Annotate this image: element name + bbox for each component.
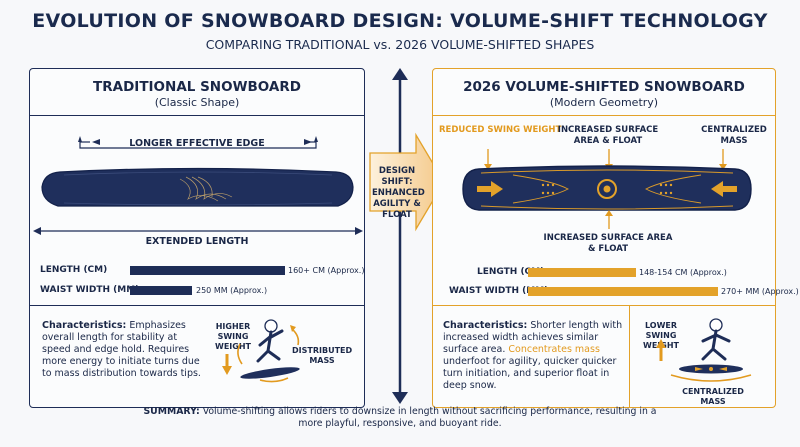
waist-bar xyxy=(130,286,192,295)
volume-shifted-subtitle: (Modern Geometry) xyxy=(549,96,659,109)
length-bar xyxy=(528,268,636,277)
volume-shifted-panel: 2026 VOLUME-SHIFTED SNOWBOARD (Modern Ge… xyxy=(432,68,799,408)
length-label: EXTENDED LENGTH xyxy=(145,236,249,247)
char-text: underfoot for agility, quicker quicker t… xyxy=(443,356,617,391)
distributed-mass-label: DISTRIBUTED MASS xyxy=(292,346,353,365)
section-divider xyxy=(30,305,364,306)
rider-illustration xyxy=(222,319,300,383)
volume-shifted-characteristics: Characteristics: Shorter length with inc… xyxy=(443,320,623,392)
title-divider xyxy=(433,115,775,116)
traditional-characteristics: Characteristics: Emphasizes overall leng… xyxy=(42,320,202,380)
char-highlight: Concentrates mass xyxy=(508,344,600,355)
section-divider xyxy=(433,305,629,306)
centralized-mass-label-top: CENTRALIZED MASS xyxy=(701,125,767,146)
swing-weight-label: HIGHER SWING WEIGHT xyxy=(215,322,251,351)
summary-text: SUMMARY: Volume-shifting allows riders t… xyxy=(130,406,670,430)
reduced-swing-weight-label: REDUCED SWING WEIGHT xyxy=(439,125,561,136)
design-shift-arrow xyxy=(369,132,445,232)
metric-label: LENGTH (CM) xyxy=(40,265,108,275)
vertical-divider-arrow xyxy=(392,68,408,404)
reduced-swing-weight-text: REDUCED SWING WEIGHT xyxy=(439,125,562,135)
volume-shifted-board-illustration xyxy=(462,149,752,229)
edge-label: LONGER EFFECTIVE EDGE xyxy=(129,138,265,149)
char-heading: Characteristics: xyxy=(443,320,528,331)
surface-area-label-top: INCREASED SURFACE AREA & FLOAT xyxy=(557,125,659,146)
design-shift-label: DESIGN SHIFT: ENHANCED AGILITY & FLOAT xyxy=(372,166,425,220)
waist-bar xyxy=(528,287,718,296)
metric-label: LENGTH (CM) xyxy=(477,267,545,277)
metric-value: 148-154 CM (Approx.) xyxy=(639,268,727,277)
centralized-mass-label: CENTRALIZED MASS xyxy=(682,387,744,406)
metric-value: 160+ CM (Approx.) xyxy=(288,266,365,275)
char-heading: Characteristics: xyxy=(42,320,127,331)
volume-shifted-title: 2026 VOLUME-SHIFTED SNOWBOARD xyxy=(463,79,745,95)
metric-label: WAIST WIDTH (MM) xyxy=(40,285,140,295)
metric-value: 250 MM (Approx.) xyxy=(196,286,268,295)
title-divider xyxy=(30,115,364,116)
rider-box xyxy=(629,305,775,407)
summary-body: Volume-shifting allows riders to downsiz… xyxy=(202,406,657,429)
traditional-board-illustration xyxy=(33,136,363,235)
page-subtitle: COMPARING TRADITIONAL vs. 2026 VOLUME-SH… xyxy=(205,37,595,52)
surface-area-label-bottom: INCREASED SURFACE AREA & FLOAT xyxy=(543,233,673,254)
traditional-subtitle: (Classic Shape) xyxy=(154,96,240,109)
metric-value: 270+ MM (Approx.) xyxy=(721,287,799,296)
char-text: Shorter length with increased width achi… xyxy=(443,320,623,355)
char-text: Emphasizes overall length for stability … xyxy=(42,320,201,379)
rider-illustration xyxy=(656,318,752,382)
metric-label: WAIST WIDTH (MM) xyxy=(449,286,549,296)
traditional-panel: TRADITIONAL SNOWBOARD (Classic Shape) LO… xyxy=(29,68,365,408)
page-title: EVOLUTION OF SNOWBOARD DESIGN: VOLUME-SH… xyxy=(32,10,768,32)
traditional-title: TRADITIONAL SNOWBOARD xyxy=(93,79,301,95)
summary-heading: SUMMARY: xyxy=(143,406,200,417)
length-bar xyxy=(130,266,285,275)
